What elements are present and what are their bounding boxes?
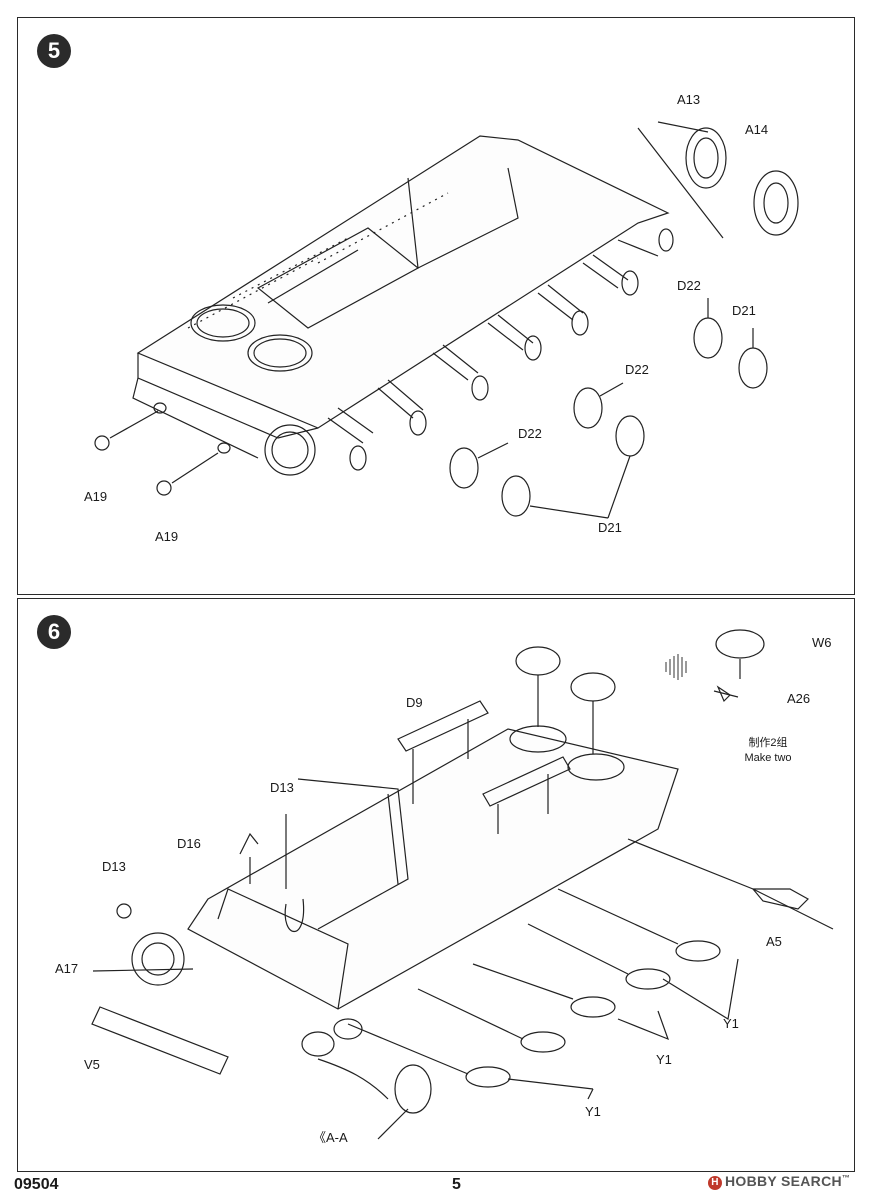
chassis-drawing-step5 bbox=[94, 121, 799, 519]
part-label-d21: D21 bbox=[598, 520, 622, 535]
part-label-d9: D9 bbox=[406, 695, 423, 710]
part-label-d22: D22 bbox=[518, 426, 542, 441]
part-label-a14: A14 bbox=[745, 122, 769, 137]
make-two-note: 制作2组 Make two bbox=[728, 736, 808, 766]
step-number-badge: 6 bbox=[37, 615, 71, 649]
part-label-d22: D22 bbox=[625, 362, 649, 377]
watermark-text: HOBBY SEARCH bbox=[725, 1173, 842, 1189]
part-label-y1: Y1 bbox=[585, 1104, 601, 1119]
chassis-drawing-step6 bbox=[91, 629, 834, 1140]
step-5-panel: 5 bbox=[17, 17, 855, 595]
part-label-d16: D16 bbox=[177, 836, 201, 851]
make-two-note-en: Make two bbox=[744, 752, 792, 764]
part-label-d22: D22 bbox=[677, 278, 701, 293]
kit-code: 09504 bbox=[14, 1176, 59, 1193]
part-label-a19: A19 bbox=[155, 529, 179, 544]
part-label-y1: Y1 bbox=[656, 1052, 672, 1067]
part-label-a5: A5 bbox=[766, 934, 782, 949]
part-label-d13: D13 bbox=[270, 780, 294, 795]
step-number-badge: 5 bbox=[37, 34, 71, 68]
part-label-w6: W6 bbox=[812, 635, 832, 650]
part-label-a19: A19 bbox=[84, 489, 108, 504]
page-number: 5 bbox=[452, 1176, 461, 1193]
part-label-a17: A17 bbox=[55, 961, 79, 976]
part-label-y1: Y1 bbox=[723, 1016, 739, 1031]
section-label-a-a: 《A-A bbox=[313, 1130, 348, 1145]
part-label-a26: A26 bbox=[787, 691, 811, 706]
part-label-d21: D21 bbox=[732, 303, 756, 318]
trademark-symbol: ™ bbox=[841, 1173, 851, 1183]
part-label-v5: V5 bbox=[84, 1057, 100, 1072]
make-two-note-cn: 制作2组 bbox=[748, 737, 788, 749]
part-label-a13: A13 bbox=[677, 92, 701, 107]
hobby-search-logo-icon: H bbox=[708, 1176, 722, 1190]
step-6-panel: 6 bbox=[17, 598, 855, 1172]
part-label-d13: D13 bbox=[102, 859, 126, 874]
